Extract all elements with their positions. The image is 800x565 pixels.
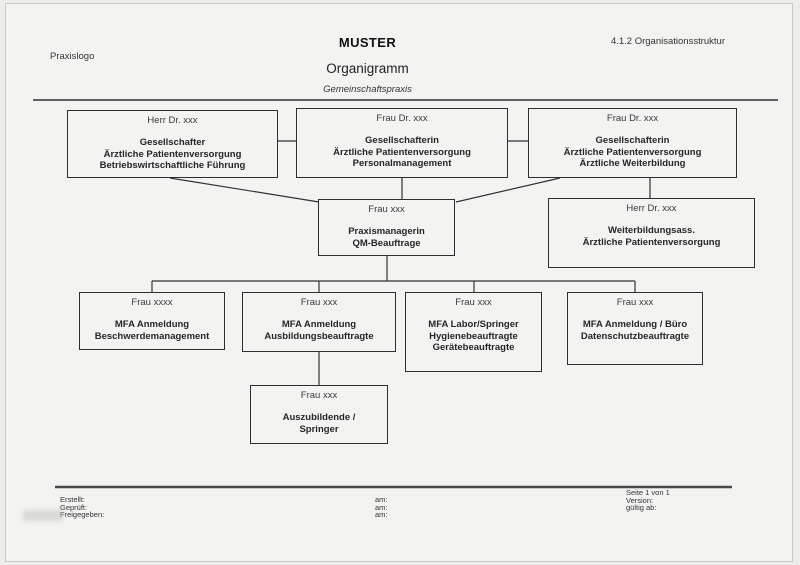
node-role: Ärztliche Patientenversorgung xyxy=(103,148,242,160)
node-role: Praxismanagerin xyxy=(348,226,425,237)
org-node-mfa-labor-springer: Frau xxx MFA Labor/Springer Hygienebeauf… xyxy=(405,292,542,372)
org-node-mfa-anmeldung-1: Frau xxxx MFA Anmeldung Beschwerdemanage… xyxy=(79,292,225,350)
company-title: MUSTER xyxy=(338,35,397,50)
org-node-gesellschafterin-2: Frau Dr. xxx Gesellschafterin Ärztliche … xyxy=(296,108,508,178)
node-role: Gesellschafterin xyxy=(595,135,670,146)
org-node-mfa-anmeldung-buero: Frau xxx MFA Anmeldung / Büro Datenschut… xyxy=(567,292,703,365)
org-node-mfa-anmeldung-2: Frau xxx MFA Anmeldung Ausbildungsbeauft… xyxy=(242,292,396,352)
node-name: Frau xxx xyxy=(616,297,654,308)
node-role: Personalmanagement xyxy=(352,158,452,169)
node-role: Ärztliche Weiterbildung xyxy=(579,158,686,169)
node-role: Gesellschafterin xyxy=(365,135,439,146)
node-roles: Auszubildende / Springer xyxy=(251,412,387,435)
node-name: Frau Dr. xxx xyxy=(606,113,659,124)
node-roles: MFA Labor/Springer Hygienebeauftragte Ge… xyxy=(406,319,541,354)
node-name: Frau xxx xyxy=(300,297,338,308)
node-name: Frau xxxx xyxy=(131,297,173,308)
footer-label-am-3: am: xyxy=(375,510,388,519)
node-role: MFA Labor/Springer xyxy=(428,319,519,330)
node-role: Weiterbildungsass. xyxy=(608,225,695,236)
footer-label-freigegeben: Freigegeben: xyxy=(60,510,105,519)
node-role: Hygienebeauftragte xyxy=(429,330,518,342)
footer-label-am-2: am: xyxy=(375,503,388,512)
node-role: Gesellschafter xyxy=(139,137,206,148)
node-name: Herr Dr. xxx xyxy=(147,115,198,126)
page-subtitle: Gemeinschaftspraxis xyxy=(323,84,412,95)
footer-label-gueltig-ab: gültig ab: xyxy=(626,503,657,512)
org-node-weiterbildungsassistent: Herr Dr. xxx Weiterbildungsass. Ärztlich… xyxy=(548,198,755,268)
node-roles: Praxismanagerin QM-Beauftrage xyxy=(319,226,454,249)
node-roles: MFA Anmeldung / Büro Datenschutzbeauftra… xyxy=(568,319,702,342)
watermark-smudge xyxy=(23,510,63,521)
node-role: Beschwerdemanagement xyxy=(94,330,210,342)
org-node-auszubildende: Frau xxx Auszubildende / Springer xyxy=(250,385,388,444)
page-title: Organigramm xyxy=(326,61,409,76)
node-role: Ärztliche Patientenversorgung xyxy=(582,236,721,248)
footer-label-erstellt: Erstellt: xyxy=(60,495,86,504)
footer-label-geprueft: Geprüft: xyxy=(60,503,88,512)
node-roles: MFA Anmeldung Beschwerdemanagement xyxy=(80,319,224,342)
document-page xyxy=(5,3,793,562)
org-node-praxismanagerin: Frau xxx Praxismanagerin QM-Beauftrage xyxy=(318,199,455,256)
node-roles: Gesellschafterin Ärztliche Patientenvers… xyxy=(297,135,507,170)
node-name: Frau xxx xyxy=(300,390,338,401)
node-role: Ärztliche Patientenversorgung xyxy=(333,146,471,158)
node-role: MFA Anmeldung / Büro xyxy=(582,319,688,330)
node-role: Datenschutzbeauftragte xyxy=(580,330,690,342)
footer-label-am-1: am: xyxy=(375,495,388,504)
document-code: 4.1.2 Organisationsstruktur xyxy=(610,36,725,47)
node-name: Frau xxx xyxy=(368,204,405,215)
node-role: Ärztliche Patientenversorgung xyxy=(563,146,702,158)
node-role: MFA Anmeldung xyxy=(114,319,190,330)
node-role: Ausbildungsbeauftragte xyxy=(264,330,374,342)
node-name: Frau xxx xyxy=(455,297,492,308)
node-roles: MFA Anmeldung Ausbildungsbeauftragte xyxy=(243,319,395,342)
node-role: QM-Beauftrage xyxy=(352,237,421,249)
node-role: Auszubildende / xyxy=(282,412,356,423)
node-role: Gerätebeauftragte xyxy=(432,342,515,353)
node-name: Herr Dr. xxx xyxy=(626,203,677,214)
node-role: Springer xyxy=(299,423,339,435)
node-roles: Gesellschafter Ärztliche Patientenversor… xyxy=(68,137,277,172)
praxis-logo-placeholder: Praxislogo xyxy=(50,51,95,62)
node-role: Betriebswirtschaftliche Führung xyxy=(99,160,246,171)
footer-page-info: Seite 1 von 1 xyxy=(626,488,670,497)
footer-label-version: Version: xyxy=(626,496,654,505)
node-roles: Gesellschafterin Ärztliche Patientenvers… xyxy=(529,135,736,170)
org-node-gesellschafterin-3: Frau Dr. xxx Gesellschafterin Ärztliche … xyxy=(528,108,737,178)
org-node-gesellschafter-1: Herr Dr. xxx Gesellschafter Ärztliche Pa… xyxy=(67,110,278,178)
node-name: Frau Dr. xxx xyxy=(376,113,428,124)
node-roles: Weiterbildungsass. Ärztliche Patientenve… xyxy=(549,225,754,248)
node-role: MFA Anmeldung xyxy=(281,319,357,330)
